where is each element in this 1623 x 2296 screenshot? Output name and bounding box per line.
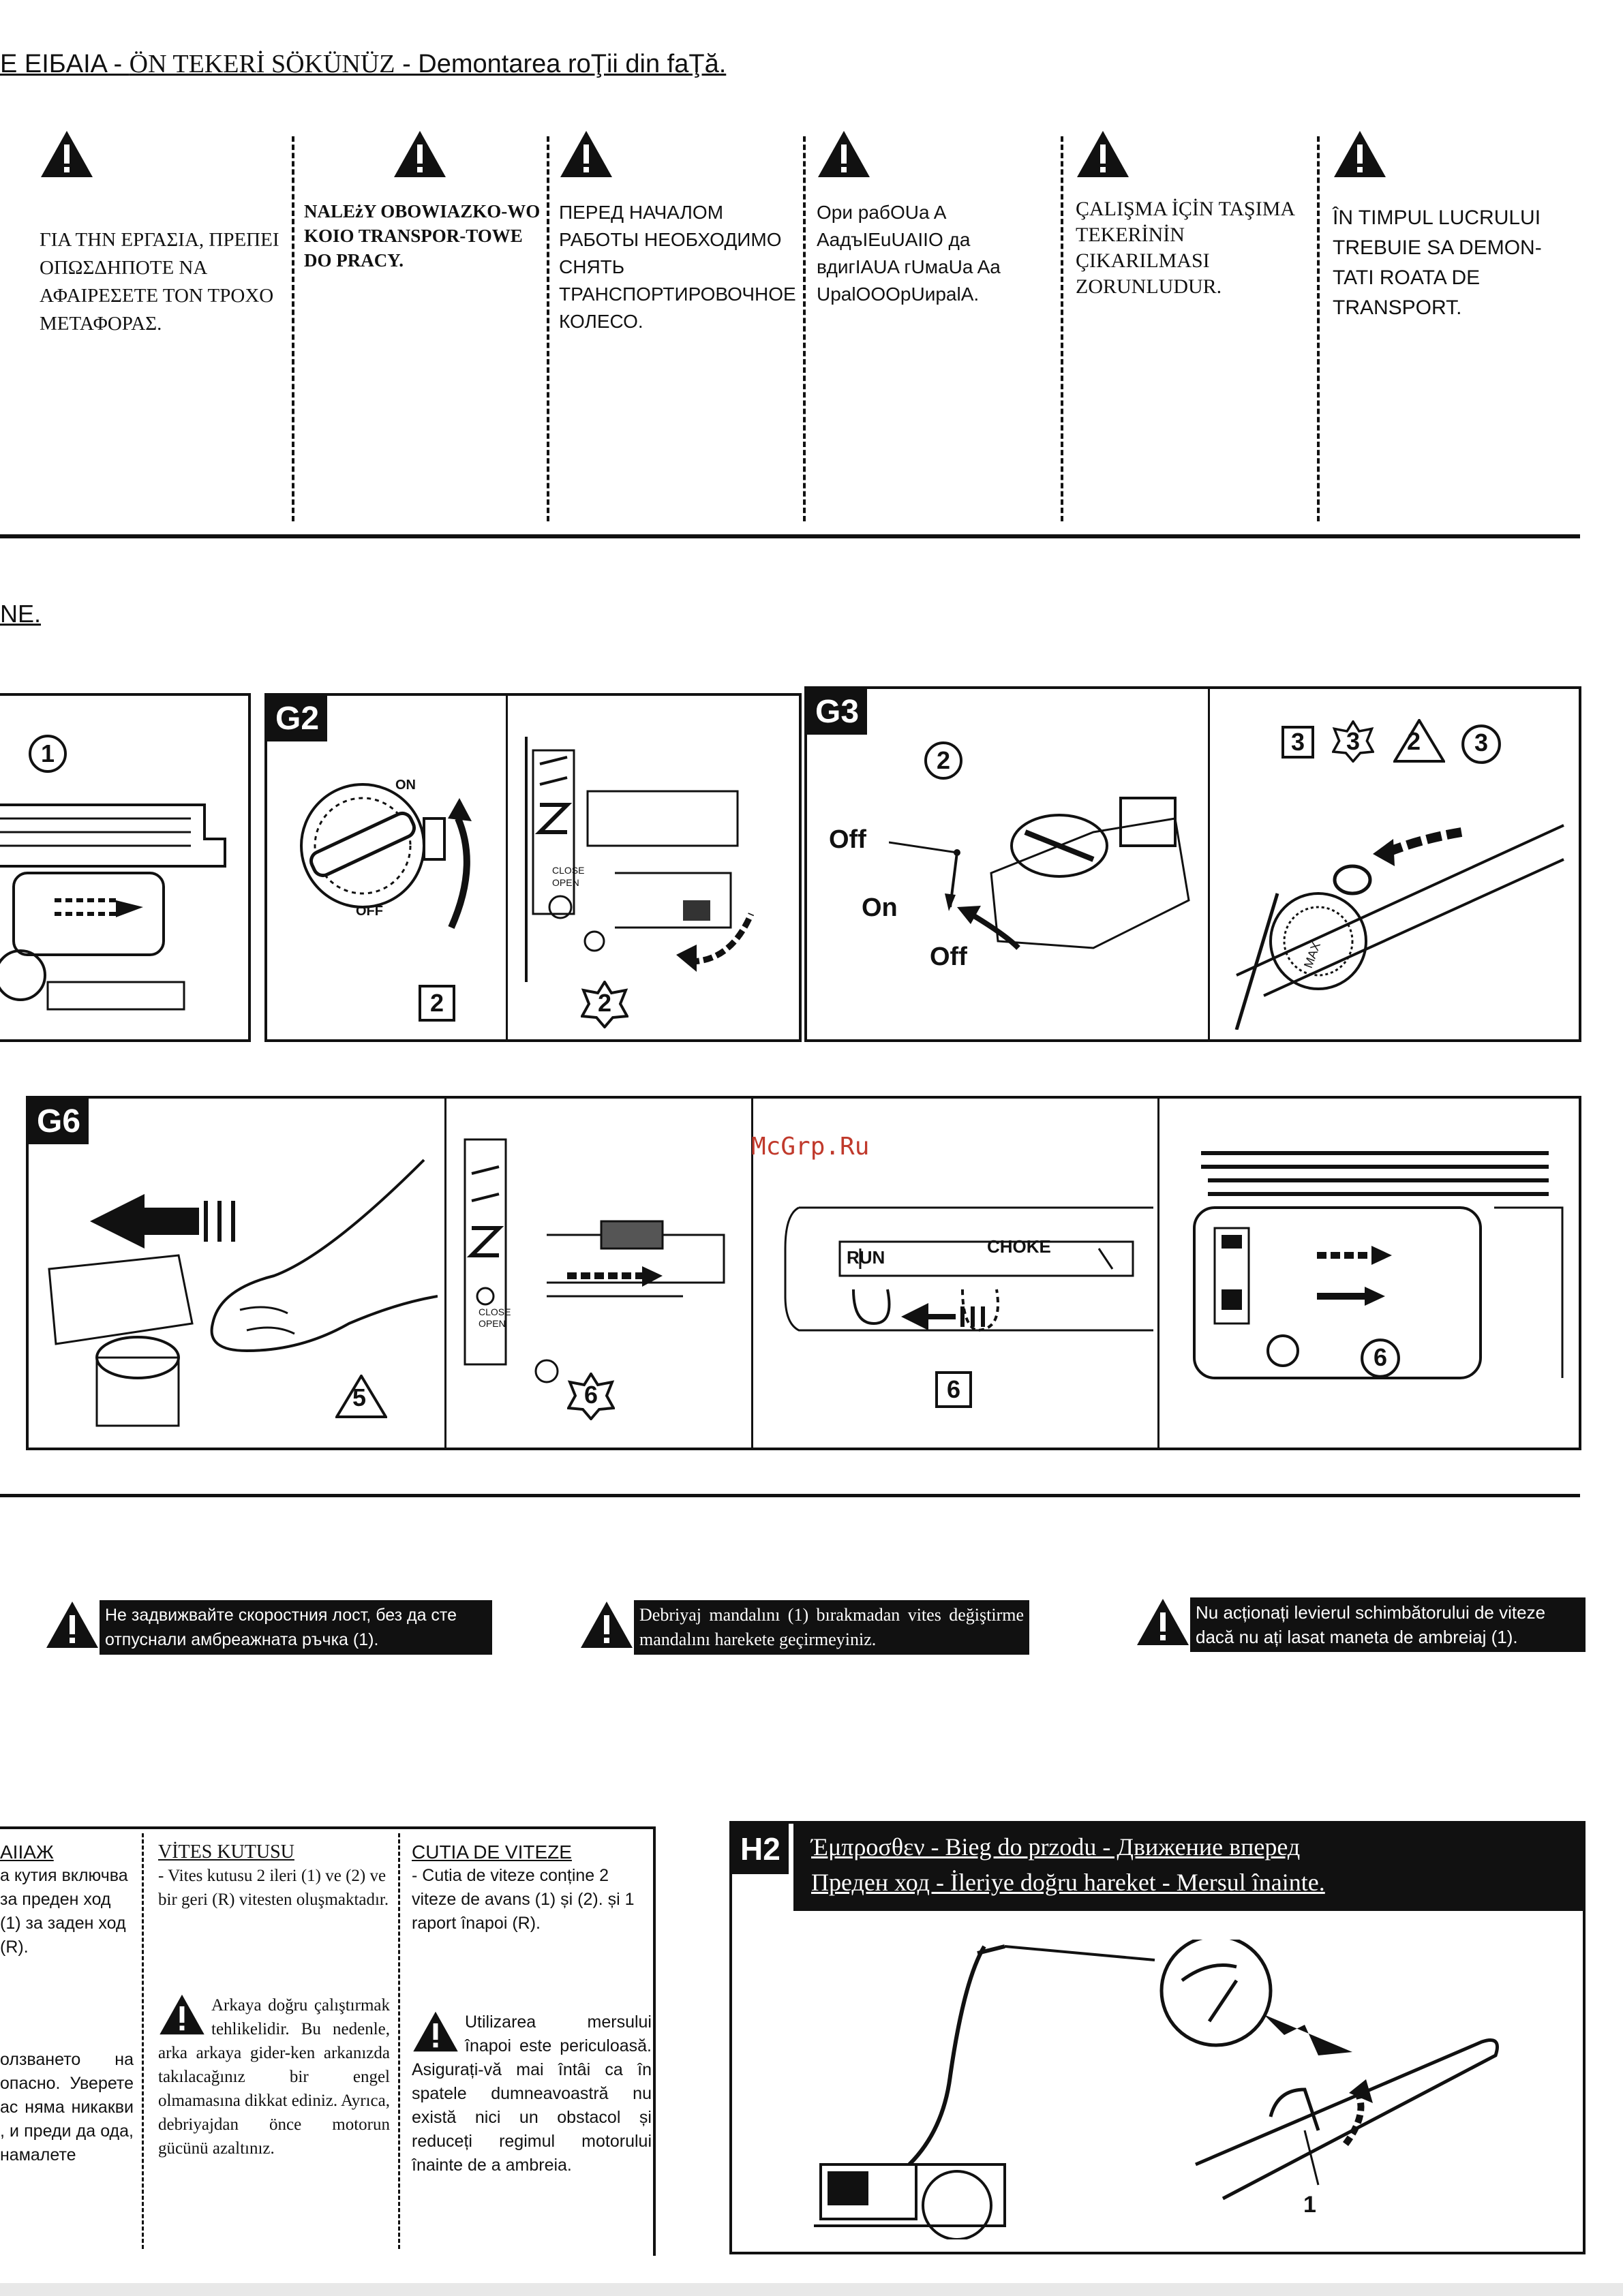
choke-lever-illustration: [525, 737, 755, 982]
warning-icon: [1334, 131, 1386, 177]
warning-icon: [1077, 131, 1129, 177]
transport-column-bulgarian: Ори paбOUa A AадъIEuUAIIO дa вдигIAUA гU…: [817, 129, 1052, 308]
gearbox-heading: CUTIA DE VITEZE: [412, 1841, 572, 1863]
page-bottom-edge: [0, 2283, 1623, 2296]
gearbox-note: олзването на опасно. Уверете ас няма ник…: [0, 2050, 134, 2164]
h2-heading: Έμπροσθεν - Bieg do przodu - Движение вп…: [793, 1824, 1583, 1911]
warning-icon: [581, 1602, 633, 1648]
choke-knob-illustration: [784, 1206, 1153, 1332]
panel-tag: H2: [732, 1824, 789, 1874]
gearbox-note: Arkaya doğru çalıştırmak tehlikelidir. B…: [158, 1993, 390, 2160]
tiller-illustration: [814, 1940, 1499, 2239]
column-divider: [547, 136, 549, 521]
section-divider: [0, 1494, 1580, 1497]
step-box-icon: 2: [419, 985, 455, 1022]
triangle-step-icon: [1393, 719, 1445, 763]
gearbox-heading: VİTES KUTUSU: [158, 1841, 294, 1863]
warning-icon: [818, 131, 870, 177]
panel-tag: G2: [267, 696, 328, 741]
step-box-icon: 6: [935, 1371, 972, 1408]
gearbox-heading: AIIAЖ: [0, 1841, 54, 1863]
hand-illustration: [48, 1159, 438, 1427]
transport-text: Ори paбOUa A AадъIEuUAIIO дa вдигIAUA гU…: [817, 202, 1001, 305]
panel-split: [444, 1099, 446, 1448]
warning-romanian: Nu acționați levierul schimbătorului de …: [1136, 1597, 1586, 1652]
warning-icon: [41, 131, 93, 177]
column-divider: [142, 1833, 144, 2249]
section-divider: [0, 534, 1580, 538]
column-divider: [803, 136, 806, 521]
transport-column-greek: ΓΙΑ ΤΗΝ ΕΡΓΑΣΙΑ, ΠΡΕΠΕΙ ΟΠΩΣΔΗΠΟΤΕ ΝΑ ΑΦ…: [40, 129, 282, 338]
callout-label: 1: [1303, 2192, 1316, 2218]
gearbox-column-tr: VİTES KUTUSU - Vites kutusu 2 ileri (1) …: [158, 1840, 390, 2160]
panel-g3: G3 2 Off On Off 3 3 2 3 MAX: [804, 686, 1581, 1042]
transport-column-turkish: ÇALIŞMA İÇİN TAŞIMA TEKERİNİN ÇIKARILMAS…: [1076, 129, 1311, 300]
warning-icon: [560, 131, 612, 177]
gearbox-column-bg: AIIAЖ а кутия включва за преден ход (1) …: [0, 1840, 134, 2167]
step-circle-icon: [924, 741, 962, 780]
warning-icon: [46, 1602, 98, 1648]
section-fragment: NE.: [0, 600, 42, 628]
transport-text: ÎN TIMPUL LUCRULUI TREBUIE SA DEMON-TATI…: [1333, 206, 1542, 319]
transport-text: ÇALIŞMA İÇİN TAŞIMA TEKERİNİN ÇIKARILMAS…: [1076, 198, 1294, 298]
warning-icon: [1137, 1599, 1189, 1645]
column-divider: [292, 136, 294, 521]
transport-column-polish: NALEżY OBOWIAZKO-WO KOIO TRANSPOR-TOWE D…: [304, 129, 546, 273]
gearbox-right-rule: [653, 1826, 656, 2256]
transport-text: ПЕРЕД НАЧАЛОМ РАБОТЫ НЕОБХОДИМО СНЯТЬ ТР…: [559, 202, 796, 332]
transport-text: ΓΙΑ ΤΗΝ ΕΡΓΑΣΙΑ, ΠΡΕΠΕΙ ΟΠΩΣΔΗΠΟΤΕ ΝΑ ΑΦ…: [40, 229, 279, 335]
throttle-illustration: [1234, 824, 1564, 1030]
panel-g1-partial: 1: [0, 693, 251, 1042]
step-circle-icon: [29, 735, 67, 773]
column-divider: [1317, 136, 1320, 521]
warning-icon: [394, 131, 446, 177]
fuel-tank-illustration: [889, 797, 1190, 950]
panel-split: [1208, 689, 1210, 1039]
step-circle-icon: [1361, 1338, 1400, 1378]
gearbox-note: Utilizarea mersului înapoi este periculo…: [412, 2010, 652, 2177]
gearbox-text: - Vites kutusu 2 ileri (1) ve (2) ve bir…: [158, 1867, 389, 1909]
warning-icon: [160, 1994, 204, 2035]
gearbox-column-ro: CUTIA DE VITEZE - Cutia de viteze conțin…: [412, 1840, 652, 2177]
triangle-step-icon: [335, 1375, 387, 1418]
panel-h2: H2 Έμπροσθεν - Bieg do przodu - Движение…: [729, 1821, 1586, 2254]
mark-box-icon: 3: [1281, 726, 1314, 759]
transport-text: NALEżY OBOWIAZKO-WO KOIO TRANSPOR-TOWE D…: [304, 201, 541, 271]
panel-split: [506, 696, 508, 1039]
column-divider: [398, 1833, 400, 2249]
column-divider: [1061, 136, 1063, 521]
panel-tag: G6: [29, 1099, 89, 1144]
engine-start-illustration: [1193, 1151, 1564, 1379]
transport-column-russian: ПЕРЕД НАЧАЛОМ РАБОТЫ НЕОБХОДИМО СНЯТЬ ТР…: [559, 129, 796, 335]
star-step-icon: [581, 981, 628, 1028]
warning-bulgarian: Не задвижвайте скоростния лост, без да с…: [45, 1600, 492, 1655]
choke-lever-illustration: [464, 1138, 725, 1383]
fuel-valve-illustration: [300, 783, 472, 930]
transport-column-romanian: ÎN TIMPUL LUCRULUI TREBUIE SA DEMON-TATI…: [1333, 129, 1568, 323]
step-circle-icon: [1461, 724, 1501, 764]
star-step-icon: [567, 1373, 615, 1420]
warning-icon: [413, 2011, 458, 2052]
panel-tag: G3: [807, 689, 868, 735]
warning-turkish: Debriyaj mandalını (1) bırakmadan vites …: [579, 1600, 1029, 1655]
panel-g6: G6 5 CLOSE OPEN 6 McGrp.Ru: [26, 1096, 1581, 1450]
watermark: McGrp.Ru: [751, 1133, 870, 1161]
gearbox-top-rule: [0, 1826, 654, 1829]
gearbox-text: - Cutia de viteze conține 2 viteze de av…: [412, 1866, 635, 1933]
gearbox-text: а кутия включва за преден ход (1) за зад…: [0, 1866, 128, 1957]
engine-illustration: [0, 803, 226, 1011]
star-step-icon: [1332, 720, 1374, 763]
panel-split: [751, 1099, 753, 1448]
panel-split: [1157, 1099, 1159, 1448]
page-title: E EIБAIA - ÖN TEKERİ SÖKÜNÜZ - Demontare…: [0, 50, 727, 78]
panel-g2: G2 ON OFF 2 CLOSE OPEN 2: [264, 693, 802, 1042]
